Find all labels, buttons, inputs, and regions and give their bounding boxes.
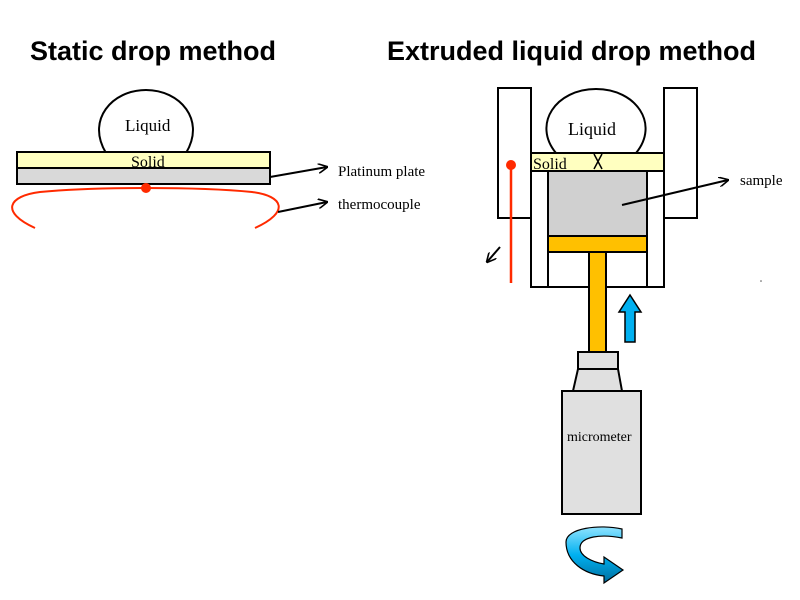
left-outer-wall: [497, 87, 532, 219]
platinum-plate-label: Platinum plate: [338, 164, 425, 180]
thermocouple-junction-left: [141, 183, 151, 193]
platinum-plate: [16, 167, 271, 185]
liquid-drop-right: [545, 87, 647, 154]
platinum-plate-pointer: [269, 167, 327, 178]
right-outer-wall: [663, 87, 698, 219]
stray-dot: [760, 280, 762, 282]
thermocouple-label: thermocouple: [338, 197, 421, 213]
piston-rod: [588, 251, 607, 353]
micrometer-label: micrometer: [567, 430, 632, 445]
solid-label-right: Solid: [533, 156, 567, 173]
thermocouple-wire-left: [11, 186, 280, 229]
micrometer-spindle: [577, 351, 619, 370]
liquid-label-right: Liquid: [568, 119, 616, 139]
static-drop-title: Static drop method: [30, 36, 276, 66]
rotation-arrow: [565, 526, 625, 585]
liquid-drop-left: [98, 88, 194, 154]
liquid-label-left: Liquid: [125, 116, 171, 135]
sample-block: [547, 170, 648, 237]
sample-label: sample: [740, 173, 783, 189]
micrometer-taper: [571, 368, 624, 392]
thermocouple-out-arrow: [487, 246, 501, 262]
piston-plate: [547, 235, 648, 253]
thermocouple-junction-right: [506, 160, 516, 170]
solid-label-left: Solid: [131, 154, 165, 171]
orifice-mark: [593, 153, 603, 170]
sample-pointer: [621, 180, 728, 206]
thermocouple-pointer: [277, 202, 327, 213]
upward-motion-arrow: [617, 293, 643, 343]
extruded-drop-title: Extruded liquid drop method: [387, 36, 756, 66]
micrometer-body: [561, 390, 642, 515]
